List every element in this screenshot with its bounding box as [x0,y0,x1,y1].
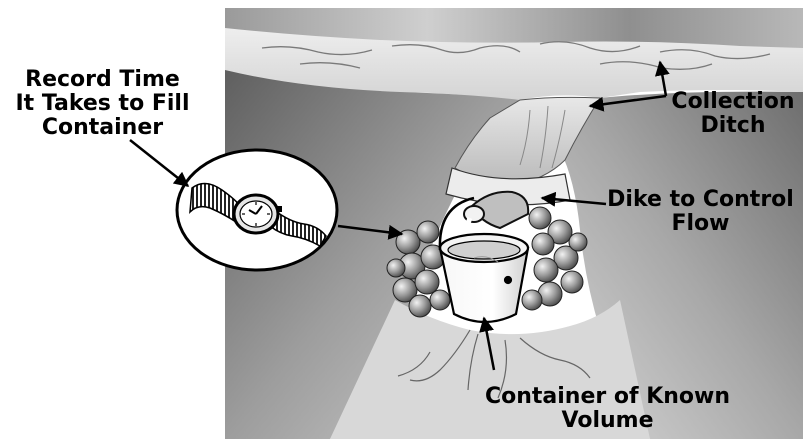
label-dike: Dike to Control Flow [598,188,803,236]
wristwatch-icon [177,150,337,270]
arrow-to-watch [130,140,188,186]
label-collection-ditch: Collection Ditch [663,90,803,138]
dike-rocks-right [522,207,587,310]
label-record-time: Record Time It Takes to Fill Container [0,68,205,140]
label-container: Container of Known Volume [475,385,740,433]
